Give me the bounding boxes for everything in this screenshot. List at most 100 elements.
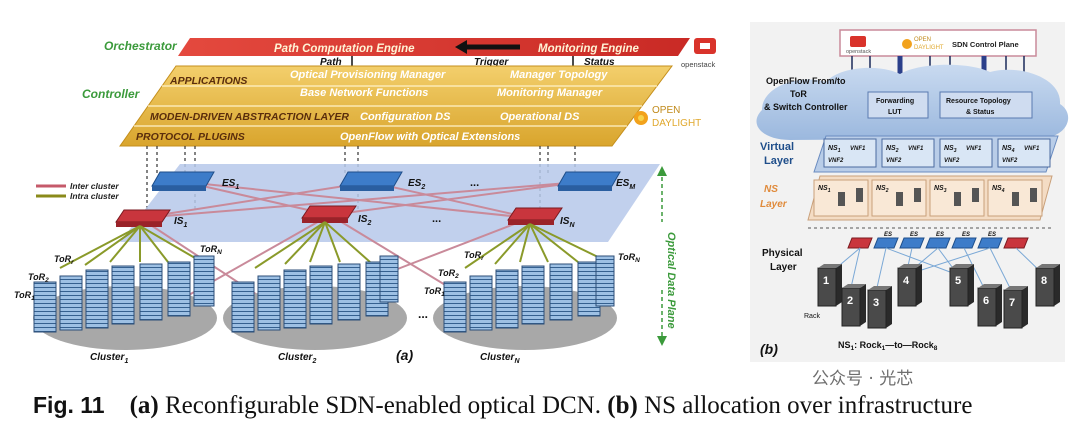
orchestrator-label: Orchestrator [104, 39, 178, 53]
virtual-layer-line2: Layer [764, 155, 794, 167]
caption-a-tag: (a) [129, 392, 159, 419]
rack-number-3: 3 [873, 297, 879, 309]
intra-switch-1 [115, 209, 171, 227]
tor-n-label-c1: ToRN [200, 244, 222, 256]
es-label-b-5: ES [988, 232, 996, 238]
vnf1-c: VNF1 [966, 146, 982, 152]
status-label: Status [584, 57, 615, 68]
rack-number-1: 1 [823, 275, 829, 287]
rack-4: 4 [897, 264, 922, 307]
optical-data-plane-label: Optical Data Plane [665, 232, 677, 329]
is2-label: IS2 [358, 214, 371, 227]
rack-1: 1 [817, 264, 842, 307]
virtual-ns4: NS4 [1002, 145, 1015, 154]
ns-caption-b: NS1: Rock1—to—Rock8 [838, 340, 938, 352]
esm-label: ESM [616, 178, 635, 191]
ns-layer-boxes [813, 179, 1043, 217]
physical-layer-line2: Layer [770, 262, 797, 273]
ns-layer-ns2: NS2 [876, 185, 889, 194]
monitoring-manager: Monitoring Manager [497, 87, 603, 99]
vnf2-d: VNF2 [1002, 158, 1018, 164]
es-label-b-2: ES [910, 232, 918, 238]
openstack-label-b: openstack [846, 49, 871, 55]
rack-3: 3 [867, 286, 892, 329]
opendaylight-b-line1: OPEN [914, 37, 931, 43]
openflow-from-label: OpenFlow From/to [766, 76, 846, 86]
vnf2-c: VNF2 [944, 158, 960, 164]
abstraction-layer-label: MODEN-DRIVEN ABSTRACTION LAYER [150, 111, 349, 123]
cluster-2-racks [231, 255, 399, 333]
figure-caption: Fig. 11 (a) Reconfigurable SDN-enabled o… [33, 392, 1053, 430]
vnf2-b: VNF2 [886, 158, 902, 164]
is1-label: IS1 [174, 216, 187, 229]
resource-topology-box [939, 91, 1033, 119]
opendaylight-line1: OPEN [652, 105, 680, 116]
trigger-arrowhead [455, 40, 467, 54]
monitoring-engine: Monitoring Engine [538, 43, 640, 55]
physical-layer-line1: Physical [762, 248, 803, 259]
resource-topology-line2: & Status [966, 109, 995, 116]
forwarding-lut-box [867, 91, 929, 119]
es-label-b-4: ES [962, 232, 970, 238]
virtual-ns3: NS3 [944, 145, 957, 154]
physical-switches [847, 237, 1029, 249]
rack-2: 2 [841, 284, 866, 327]
edge-switch-1 [151, 171, 215, 191]
caption-b-tag: (b) [607, 392, 638, 419]
edge-switch-m [557, 171, 621, 191]
caption-b-text: NS allocation over infrastructure [637, 392, 973, 419]
virtual-ns2: NS2 [886, 145, 899, 154]
es-label-b-3: ES [936, 232, 944, 238]
panel-b-tag: (b) [760, 341, 778, 357]
intra-cluster-links [59, 221, 601, 269]
caption-a-text: Reconfigurable SDN-enabled optical DCN. [158, 392, 608, 419]
resource-topology-line1: Resource Topology [946, 98, 1011, 105]
tor-1-label-c1: ToR1 [14, 290, 35, 302]
ns-layer-line1: NS [764, 184, 778, 195]
opendaylight-line2: DAYLIGHT [652, 118, 701, 129]
panel-a: Orchestrator Controller Path Computation… [14, 38, 716, 365]
vnf1-d: VNF1 [1024, 146, 1040, 152]
orchestrator-bar [178, 38, 690, 56]
forwarding-lut-line2: LUT [888, 109, 902, 116]
trigger-label: Trigger [474, 57, 509, 68]
tor-r-label-cn: ToRr [464, 250, 484, 262]
virtual-ns1: NS1 [828, 145, 841, 154]
operational-ds: Operational DS [500, 111, 580, 123]
configuration-ds: Configuration DS [360, 111, 451, 123]
rack-8: 8 [1035, 264, 1060, 307]
rack-label: Rack [804, 313, 820, 320]
protocol-plugins-label: PROTOCOL PLUGINS [136, 131, 245, 143]
is-dots: ... [432, 213, 441, 225]
cluster-n-racks [443, 255, 615, 333]
cluster-dots: ... [418, 307, 428, 321]
vnf2-a: VNF2 [828, 158, 844, 164]
openstack-logo-b-icon [850, 36, 866, 47]
rack-5: 5 [949, 264, 974, 307]
base-network-functions: Base Network Functions [300, 87, 428, 99]
es1-label: ES1 [222, 178, 239, 191]
controller-label: Controller [82, 87, 141, 101]
cluster-2-label: Cluster2 [278, 352, 316, 365]
openflow-optical-extensions: OpenFlow with Optical Extensions [340, 131, 520, 143]
sdn-control-plane-box [839, 29, 1037, 57]
rack-number-7: 7 [1009, 297, 1015, 309]
rack-number-8: 8 [1041, 275, 1047, 287]
manager-topology: Manager Topology [510, 69, 608, 81]
vnf1-b: VNF1 [908, 146, 924, 152]
path-computation-engine: Path Computation Engine [274, 43, 415, 55]
es2-label: ES2 [408, 178, 425, 191]
intra-switch-2 [301, 205, 357, 223]
caption-fig-number: Fig. 11 [33, 392, 105, 418]
rack-number-2: 2 [847, 295, 853, 307]
vnf1-a: VNF1 [850, 146, 866, 152]
panel-b: openstack OPEN DAYLIGHT SDN Control Plan… [750, 22, 1069, 362]
rack-number-4: 4 [903, 275, 910, 287]
cluster-1-label: Cluster1 [90, 352, 128, 365]
rack-6: 6 [977, 284, 1002, 327]
tor-r-label-c1: ToRr [54, 254, 74, 266]
legend-intra-cluster: Intra cluster [70, 191, 119, 201]
isn-label: ISN [560, 216, 575, 229]
